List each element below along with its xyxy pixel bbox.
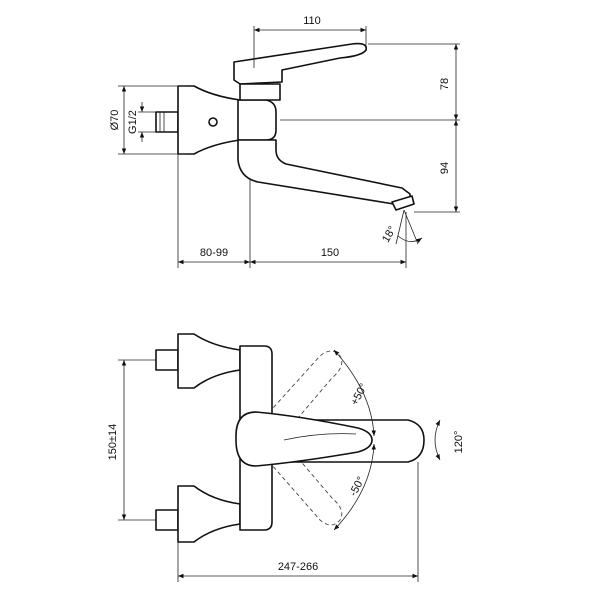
upper-inlet-flange bbox=[177, 333, 241, 389]
dim-spout-length: 150 bbox=[321, 247, 339, 259]
lower-inlet-flange bbox=[177, 485, 241, 543]
mixer-body bbox=[237, 99, 277, 141]
top-view bbox=[155, 333, 425, 543]
dim-height-upper: 78 bbox=[439, 78, 451, 90]
spout bbox=[237, 139, 411, 206]
dim-diameter: Ø70 bbox=[109, 110, 121, 131]
upper-inlet-thread bbox=[155, 349, 179, 371]
side-view bbox=[155, 42, 415, 211]
dim-handle-rotation: 120° bbox=[453, 431, 465, 454]
flange-screw bbox=[208, 117, 218, 127]
side-dimensions: 110 78 94 Ø70 G1/2 80-99 150 18° bbox=[109, 15, 460, 268]
dim-swing-minus: -50° bbox=[347, 475, 367, 499]
dim-projection: 80-99 bbox=[200, 247, 228, 259]
dim-overall-width: 247-266 bbox=[278, 561, 318, 573]
thread-stub bbox=[155, 111, 179, 133]
dim-center-distance: 150±14 bbox=[107, 424, 119, 461]
aerator bbox=[391, 195, 415, 211]
top-dimensions: 150±14 247-266 +50° -50° 120° bbox=[107, 349, 465, 582]
dim-top-width: 110 bbox=[303, 15, 321, 27]
handle-neck bbox=[239, 83, 281, 101]
dim-swing-plus: +50° bbox=[349, 382, 370, 408]
dim-height-lower: 94 bbox=[439, 162, 451, 174]
dim-spout-angle: 18° bbox=[380, 224, 399, 244]
lower-inlet-thread bbox=[155, 509, 179, 531]
lever-handle bbox=[233, 42, 368, 85]
dim-thread: G1/2 bbox=[127, 110, 139, 134]
